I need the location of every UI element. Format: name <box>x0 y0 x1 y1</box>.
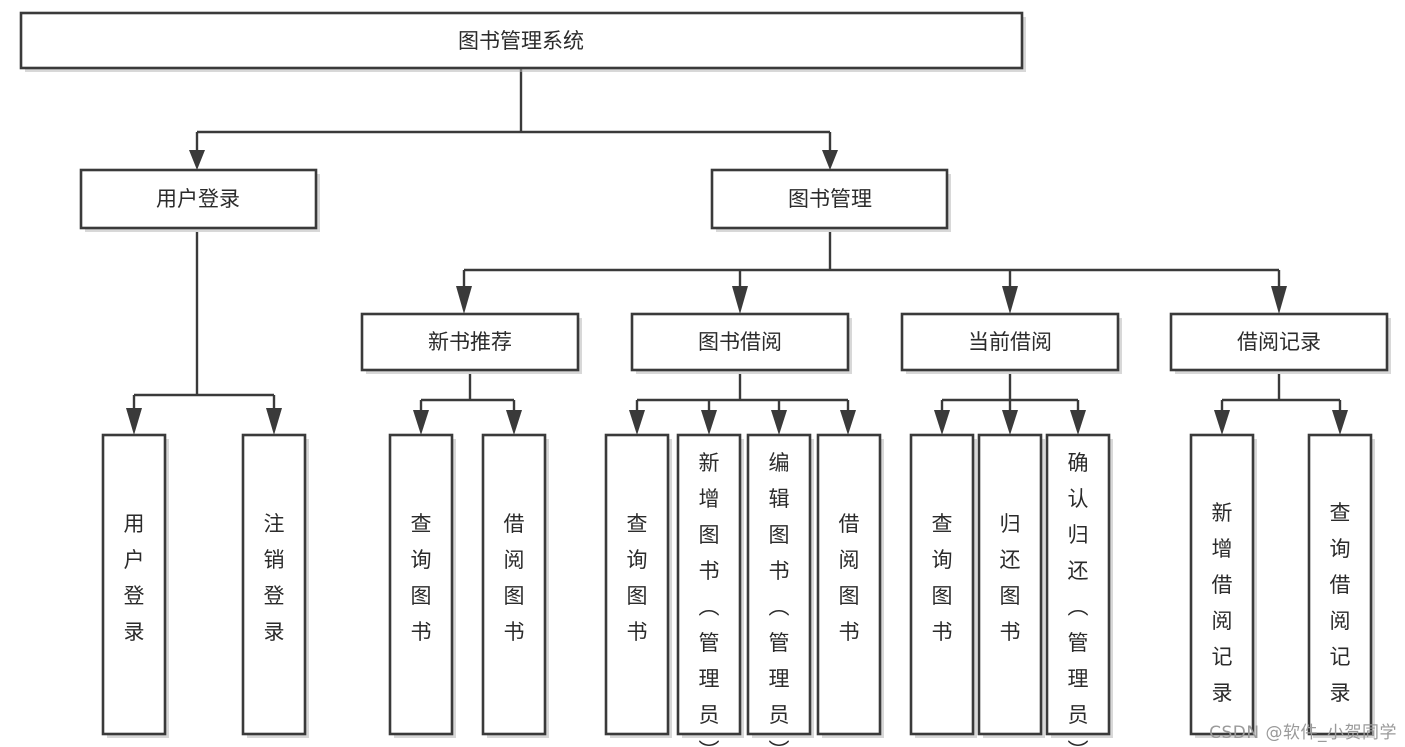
arrow-user-login <box>189 150 205 170</box>
leaf-user-login-0[interactable]: 用户登录 <box>101 433 169 738</box>
leaf-current-borrow-2[interactable]: 确认归还︵管理员︶ <box>1045 433 1113 747</box>
arrow-login-leaf-1 <box>266 408 282 435</box>
leaf-current-borrow-1[interactable]: 归还图书 <box>977 433 1045 738</box>
node-borrow-record-label: 借阅记录 <box>1237 330 1321 354</box>
leaf-borrow-record-0[interactable]: 新增借阅记录 <box>1189 433 1257 738</box>
arrow-record-leaf-0 <box>1214 410 1230 435</box>
node-current-borrow[interactable]: 当前借阅 <box>900 312 1122 374</box>
leaf-label: 查询图书 <box>627 512 648 644</box>
arrow-record-leaf-1 <box>1332 410 1348 435</box>
arrow-borrow-leaf-0 <box>629 410 645 435</box>
leaf-label: 新增借阅记录 <box>1212 501 1233 705</box>
leaf-borrow-record-1[interactable]: 查询借阅记录 <box>1307 433 1375 738</box>
arrow-borrow-leaf-2 <box>771 410 787 435</box>
arrow-book-borrow <box>732 286 748 314</box>
arrow-borrow-leaf-3 <box>840 410 856 435</box>
arrow-book-manage <box>822 150 838 170</box>
leaf-label: 新增图书︵管理员︶ <box>699 451 720 747</box>
node-borrow-record[interactable]: 借阅记录 <box>1169 312 1391 374</box>
leaf-book-borrow-0[interactable]: 查询图书 <box>604 433 672 738</box>
csdn-watermark: CSDN @软件_小贺同学 <box>1209 723 1397 743</box>
arrow-borrow-leaf-1 <box>701 410 717 435</box>
node-book-manage[interactable]: 图书管理 <box>710 168 951 232</box>
leaf-new-book-1[interactable]: 借阅图书 <box>481 433 549 738</box>
leaf-current-borrow-0[interactable]: 查询图书 <box>909 433 977 738</box>
node-new-book-label: 新书推荐 <box>428 330 512 354</box>
leaf-new-book-0[interactable]: 查询图书 <box>388 433 456 738</box>
node-book-borrow[interactable]: 图书借阅 <box>630 312 852 374</box>
arrow-newbook-leaf-0 <box>413 410 429 435</box>
leaf-book-borrow-2[interactable]: 编辑图书︵管理员︶ <box>746 433 814 747</box>
leaf-label: 借阅图书 <box>839 512 860 644</box>
leaf-label: 归还图书 <box>1000 512 1021 644</box>
arrow-current-leaf-1 <box>1002 410 1018 435</box>
arrow-new-book <box>456 286 472 314</box>
leaf-label: 查询图书 <box>932 512 953 644</box>
node-root-label: 图书管理系统 <box>458 29 584 53</box>
leaf-label: 确认归还︵管理员︶ <box>1068 451 1089 747</box>
arrow-current-leaf-0 <box>934 410 950 435</box>
arrow-current-leaf-2 <box>1070 410 1086 435</box>
leaf-book-borrow-1[interactable]: 新增图书︵管理员︶ <box>676 433 744 747</box>
arrow-current-borrow <box>1002 286 1018 314</box>
node-root[interactable]: 图书管理系统 <box>19 11 1026 72</box>
node-user-login[interactable]: 用户登录 <box>79 168 320 232</box>
node-user-login-label: 用户登录 <box>156 187 240 211</box>
node-book-manage-label: 图书管理 <box>788 187 872 211</box>
leaf-book-borrow-3[interactable]: 借阅图书 <box>816 433 884 738</box>
leaf-label: 注销登录 <box>264 512 285 644</box>
leaf-label: 用户登录 <box>124 512 145 644</box>
node-new-book[interactable]: 新书推荐 <box>360 312 582 374</box>
node-book-borrow-label: 图书借阅 <box>698 330 782 354</box>
connector-layer <box>126 68 1348 435</box>
node-current-borrow-label: 当前借阅 <box>968 330 1052 354</box>
leaf-label: 借阅图书 <box>504 512 525 644</box>
arrow-login-leaf-0 <box>126 408 142 435</box>
leaf-label: 编辑图书︵管理员︶ <box>769 451 790 747</box>
arrow-borrow-record <box>1271 286 1287 314</box>
leaf-label: 查询借阅记录 <box>1330 501 1351 705</box>
leaf-user-login-1[interactable]: 注销登录 <box>241 433 309 738</box>
arrow-newbook-leaf-1 <box>506 410 522 435</box>
leaf-label: 查询图书 <box>411 512 432 644</box>
